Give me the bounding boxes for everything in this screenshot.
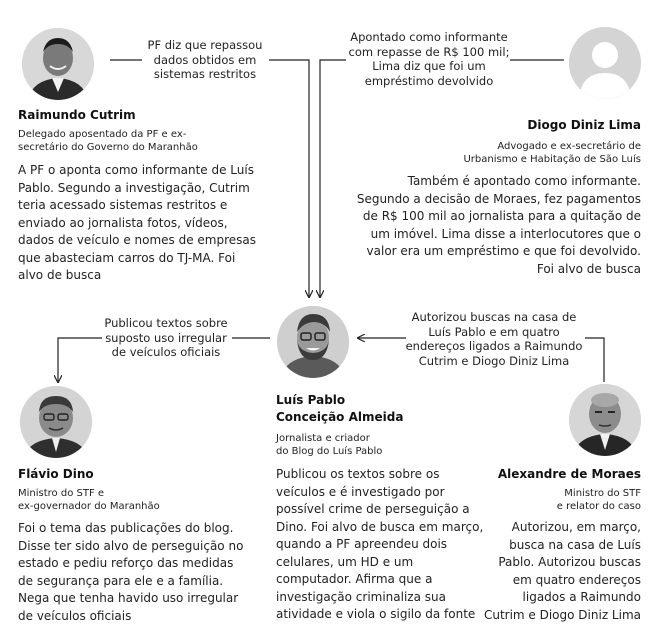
pablo-description: Publicou os textos sobre os veículos e é… [276,467,484,621]
portrait-pablo-icon [277,306,349,378]
edge-pablo-dino-line [58,337,270,382]
dino-name: Flávio Dino [18,467,94,481]
portrait-placeholder-diogo-icon [569,27,641,99]
moraes-description: Autorizou, em março, busca na casa de Lu… [483,520,641,622]
moraes-role: Ministro do STF e relator do caso [556,488,641,512]
cutrim-role: Delegado aposentado da PF e ex- secretár… [18,129,198,153]
edge-cutrim-pablo-label: PF diz que repassou dados obtidos em sis… [147,38,263,81]
moraes-name: Alexandre de Moraes [497,467,641,481]
edge-diogo-pablo-line [320,59,564,297]
pablo-name: Luís Pablo Conceição Almeida [276,393,404,424]
diogo-name: Diogo Diniz Lima [527,118,641,132]
edge-diogo-pablo-label: Apontado como informante com repasse de … [348,30,510,88]
edge-pablo-dino-label: Publicou textos sobre suposto uso irregu… [104,316,228,359]
diogo-role: Advogado e ex-secretário de Urbanismo e … [463,141,641,165]
cutrim-name: Raimundo Cutrim [18,108,136,122]
portrait-cutrim-icon [22,28,94,100]
edge-cutrim-pablo-line [110,59,309,297]
cutrim-description: A PF o aponta como informante de Luís Pa… [18,163,257,282]
dino-description: Foi o tema das publicações do blog. Diss… [18,521,244,623]
diogo-description: Também é apontado como informante. Segun… [356,174,641,276]
dino-role: Ministro do STF e ex-governador do Maran… [18,488,160,512]
portrait-moraes-icon [569,384,641,456]
portrait-dino-icon [20,386,92,458]
edge-moraes-pablo-label: Autorizou buscas na casa de Luís Pablo e… [405,310,583,368]
edge-moraes-pablo-line [358,338,605,382]
pablo-role: Jornalista e criador do Blog do Luís Pab… [276,433,383,457]
